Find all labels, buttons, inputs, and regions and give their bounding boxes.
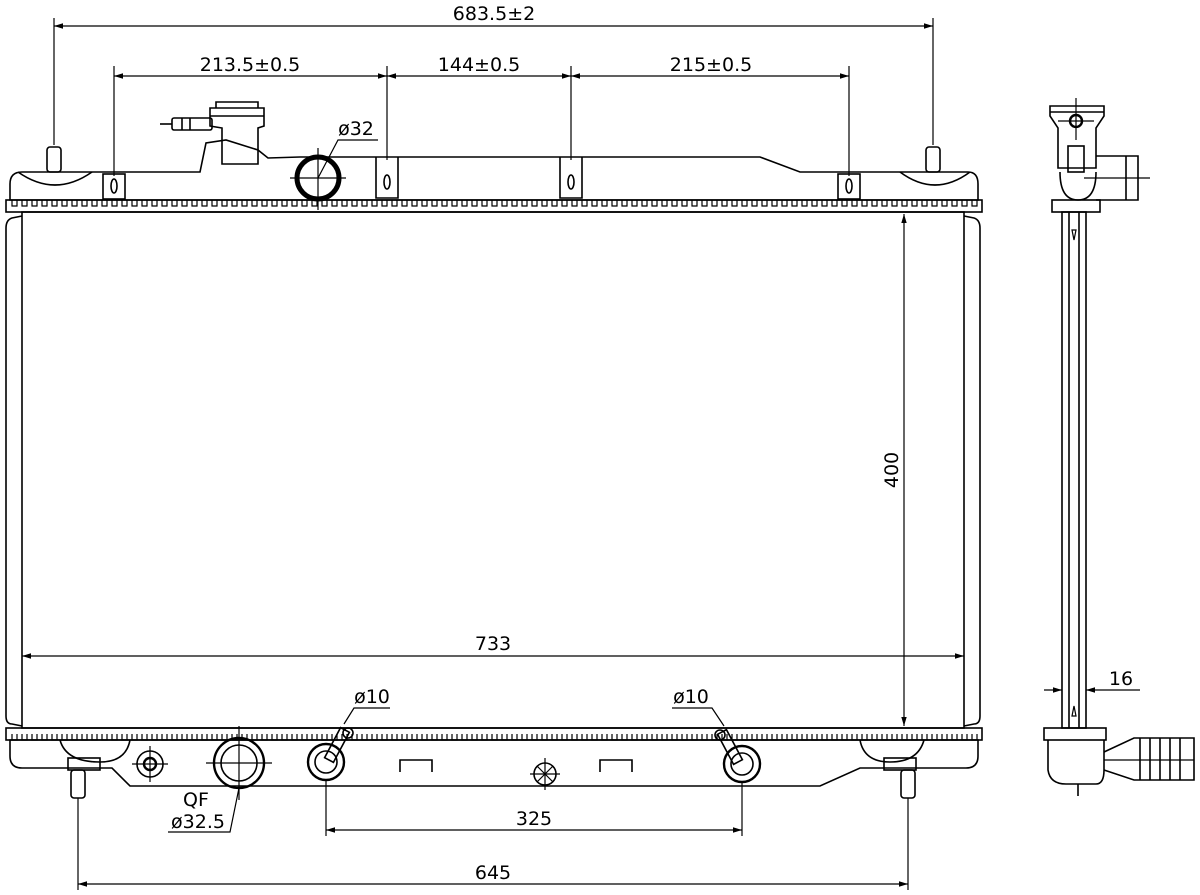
upper-tank bbox=[5, 139, 983, 213]
bracket-4 bbox=[837, 173, 861, 200]
dimension-lines bbox=[22, 18, 964, 890]
dim-outlet-type: QF bbox=[183, 789, 209, 811]
dim-bracket-span-center: 144±0.5 bbox=[438, 54, 520, 76]
left-cooler-fitting bbox=[306, 726, 354, 782]
dim-core-thickness: 16 bbox=[1109, 668, 1133, 690]
front-view bbox=[5, 101, 983, 800]
dim-bracket-span-left: 213.5±0.5 bbox=[200, 54, 301, 76]
dim-overall-mount-width: 683.5±2 bbox=[453, 3, 535, 25]
bracket-2 bbox=[375, 157, 399, 199]
dimension-labels: 683.5±2 213.5±0.5 144±0.5 215±0.5 ø32 73… bbox=[171, 3, 1133, 884]
dim-right-fitting-diameter: ø10 bbox=[673, 686, 709, 708]
dim-lower-mount-width: 645 bbox=[475, 862, 511, 884]
dim-outlet-diameter: ø32.5 bbox=[171, 811, 225, 833]
dim-core-height: 400 bbox=[881, 452, 903, 488]
dim-upper-inlet-diameter: ø32 bbox=[338, 118, 374, 140]
filler-neck bbox=[160, 101, 265, 165]
lower-tank bbox=[5, 726, 983, 800]
dim-core-width: 733 bbox=[475, 633, 511, 655]
bracket-3 bbox=[559, 157, 583, 199]
upper-brackets bbox=[102, 157, 861, 200]
dim-bracket-span-right: 215±0.5 bbox=[670, 54, 752, 76]
bracket-1 bbox=[102, 173, 126, 200]
side-view bbox=[1043, 98, 1195, 796]
dim-left-fitting-diameter: ø10 bbox=[354, 686, 390, 708]
dim-fitting-spacing: 325 bbox=[516, 808, 552, 830]
